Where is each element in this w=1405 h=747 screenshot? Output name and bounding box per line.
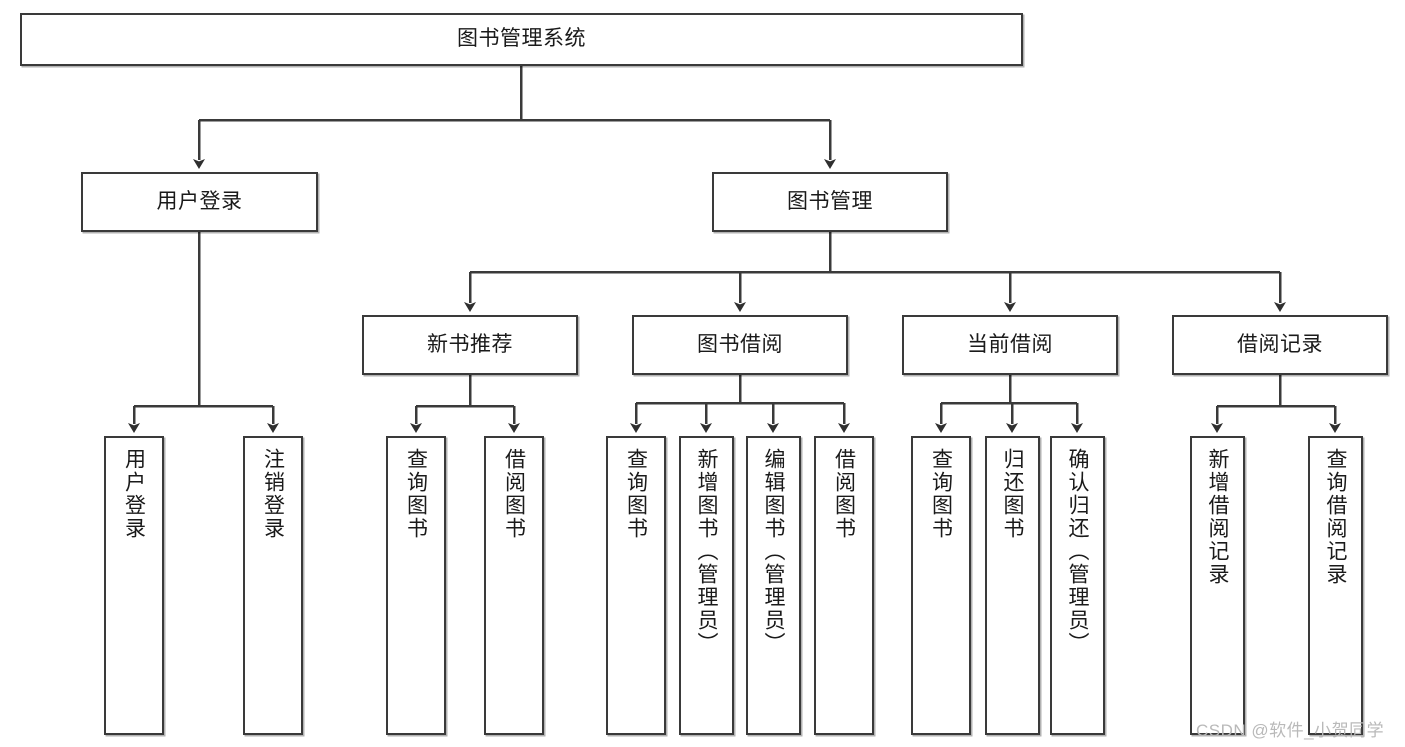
node-label: 图书借阅 bbox=[697, 332, 783, 356]
node-label: 确认归还（管理员） bbox=[1066, 448, 1089, 655]
node-label: 归还图书 bbox=[1001, 448, 1024, 540]
node-label: 查询图书 bbox=[929, 448, 953, 540]
node-label: 查询图书 bbox=[404, 448, 428, 540]
node-label: 用户登录 bbox=[122, 448, 146, 540]
node-label: 新增借阅记录 bbox=[1206, 448, 1229, 586]
node-leaf-borrow-book-2[interactable]: 借阅图书 bbox=[814, 436, 874, 735]
node-label: 新增图书（管理员） bbox=[695, 448, 718, 655]
node-leaf-add-record[interactable]: 新增借阅记录 bbox=[1190, 436, 1245, 735]
node-label: 用户登录 bbox=[156, 189, 243, 213]
node-label: 借阅图书 bbox=[502, 448, 526, 540]
node-book-borrow[interactable]: 图书借阅 bbox=[632, 315, 848, 375]
node-leaf-user-logout[interactable]: 注销登录 bbox=[243, 436, 303, 735]
node-leaf-query-book-1[interactable]: 查询图书 bbox=[386, 436, 446, 735]
node-leaf-user-login[interactable]: 用户登录 bbox=[104, 436, 164, 735]
node-leaf-return-book[interactable]: 归还图书 bbox=[985, 436, 1040, 735]
node-current-borrow[interactable]: 当前借阅 bbox=[902, 315, 1118, 375]
node-leaf-borrow-book-1[interactable]: 借阅图书 bbox=[484, 436, 544, 735]
node-label: 图书管理系统 bbox=[457, 27, 586, 51]
node-root[interactable]: 图书管理系统 bbox=[20, 13, 1023, 66]
node-label: 查询借阅记录 bbox=[1324, 448, 1347, 586]
node-borrow-record[interactable]: 借阅记录 bbox=[1172, 315, 1388, 375]
node-label: 当前借阅 bbox=[967, 332, 1053, 356]
node-leaf-query-book-2[interactable]: 查询图书 bbox=[606, 436, 666, 735]
node-leaf-query-book-3[interactable]: 查询图书 bbox=[911, 436, 971, 735]
node-label: 图书管理 bbox=[787, 189, 873, 213]
node-user-login[interactable]: 用户登录 bbox=[81, 172, 318, 232]
node-label: 借阅记录 bbox=[1237, 332, 1323, 356]
node-new-book-recommend[interactable]: 新书推荐 bbox=[362, 315, 578, 375]
node-label: 新书推荐 bbox=[427, 332, 513, 356]
node-leaf-query-record[interactable]: 查询借阅记录 bbox=[1308, 436, 1363, 735]
node-book-manage[interactable]: 图书管理 bbox=[712, 172, 948, 232]
node-label: 注销登录 bbox=[261, 448, 285, 540]
node-label: 查询图书 bbox=[624, 448, 648, 540]
node-leaf-add-book[interactable]: 新增图书（管理员） bbox=[679, 436, 734, 735]
node-label: 借阅图书 bbox=[832, 448, 856, 540]
node-label: 编辑图书（管理员） bbox=[762, 448, 785, 655]
node-leaf-confirm-return[interactable]: 确认归还（管理员） bbox=[1050, 436, 1105, 735]
node-leaf-edit-book[interactable]: 编辑图书（管理员） bbox=[746, 436, 801, 735]
